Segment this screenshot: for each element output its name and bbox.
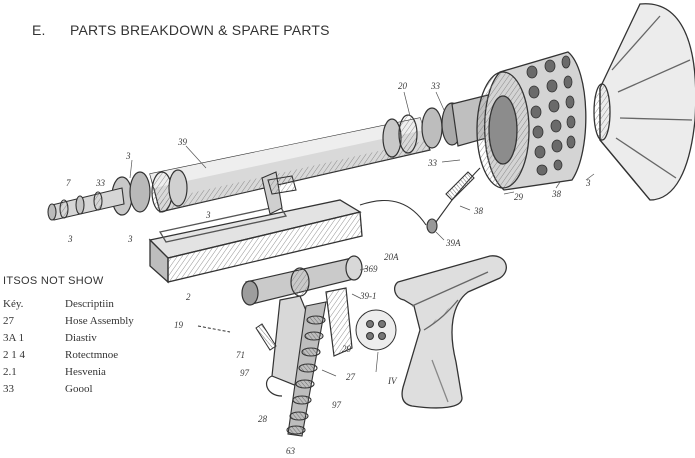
page-header: E. PARTS BREAKDOWN & SPARE PARTS — [32, 22, 330, 38]
tube-collars — [111, 102, 463, 216]
legend-desc: Diastiv — [65, 331, 97, 344]
callout-24: 27 — [346, 372, 356, 382]
callout-18: 2 — [186, 292, 191, 302]
legend-desc: Rotectmnoe — [65, 348, 119, 361]
callout-20: 71 — [236, 350, 245, 360]
callout-14: 39A — [445, 238, 461, 248]
legend-key: 27 — [3, 314, 14, 327]
callout-28: 3 — [205, 210, 211, 220]
bracket — [261, 171, 297, 215]
callout-10: 3 — [67, 234, 73, 244]
legend-row: 2.1 Hesvenia — [3, 363, 134, 380]
legend-key: 33 — [3, 382, 14, 395]
legend-desc: Goool — [65, 382, 93, 395]
parts-legend: ITSOS NOT SHOW Kéy. Descriptiin 27 Hose … — [3, 275, 134, 397]
callout-7: 38 — [551, 189, 562, 199]
legend-key: 2 1 4 — [3, 348, 25, 361]
legend-header-row: Kéy. Descriptiin — [3, 295, 134, 312]
callout-4: 39 — [177, 137, 188, 147]
legend-row: 3A 1 Diastiv — [3, 329, 134, 346]
callout-6: 29 — [514, 192, 524, 202]
callout-21: 97 — [240, 368, 250, 378]
callout-22: 28 — [258, 414, 268, 424]
legend-row: 33 Goool — [3, 380, 134, 397]
callout-27: 63 — [286, 446, 296, 456]
callout-26: IV — [387, 376, 398, 386]
legend-title: ITSOS NOT SHOW — [3, 275, 104, 287]
callout-12: 3 — [585, 178, 591, 188]
tray — [148, 199, 363, 284]
nozzle — [47, 187, 125, 221]
page-title: PARTS BREAKDOWN & SPARE PARTS — [70, 22, 330, 38]
callout-25: 97 — [332, 400, 342, 410]
cable — [359, 167, 481, 234]
legend-key: 3A 1 — [3, 331, 25, 344]
small-parts — [197, 309, 397, 351]
callout-9: 33 — [95, 178, 106, 188]
pistol-grip — [393, 255, 507, 409]
callout-17: 39-1 — [359, 291, 377, 301]
callout-13: 38 — [473, 206, 484, 216]
legend-desc: Hose Assembly — [65, 314, 134, 327]
callout-19: 19 — [174, 320, 184, 330]
legend-desc: Hesvenia — [65, 365, 106, 378]
callout-16: 369 — [363, 264, 378, 274]
leader-lines — [129, 91, 595, 377]
callout-11: 3 — [127, 234, 133, 244]
callouts: 20 33 3 39 33 29 38 7 33 3 3 3 38 39A 20… — [66, 81, 591, 456]
bell-reflector — [593, 3, 695, 201]
legend-key-header: Kéy. — [3, 297, 24, 310]
callout-1: 20 — [398, 81, 408, 91]
callout-5: 33 — [427, 158, 438, 168]
callout-8: 7 — [66, 178, 71, 188]
perforated-drum — [476, 51, 587, 191]
legend-desc-header: Descriptiin — [65, 297, 114, 310]
callout-2: 33 — [430, 81, 441, 91]
callout-23: 29 — [342, 344, 352, 354]
section-letter: E. — [32, 22, 46, 38]
legend-row: 27 Hose Assembly — [3, 312, 134, 329]
callout-15: 20A — [384, 252, 399, 262]
ribbed-rod — [286, 301, 327, 437]
legend-row: 2 1 4 Rotectmnoe — [3, 346, 134, 363]
callout-3: 3 — [125, 151, 131, 161]
clamp-roller — [241, 255, 363, 306]
legend-key: 2.1 — [3, 365, 17, 378]
